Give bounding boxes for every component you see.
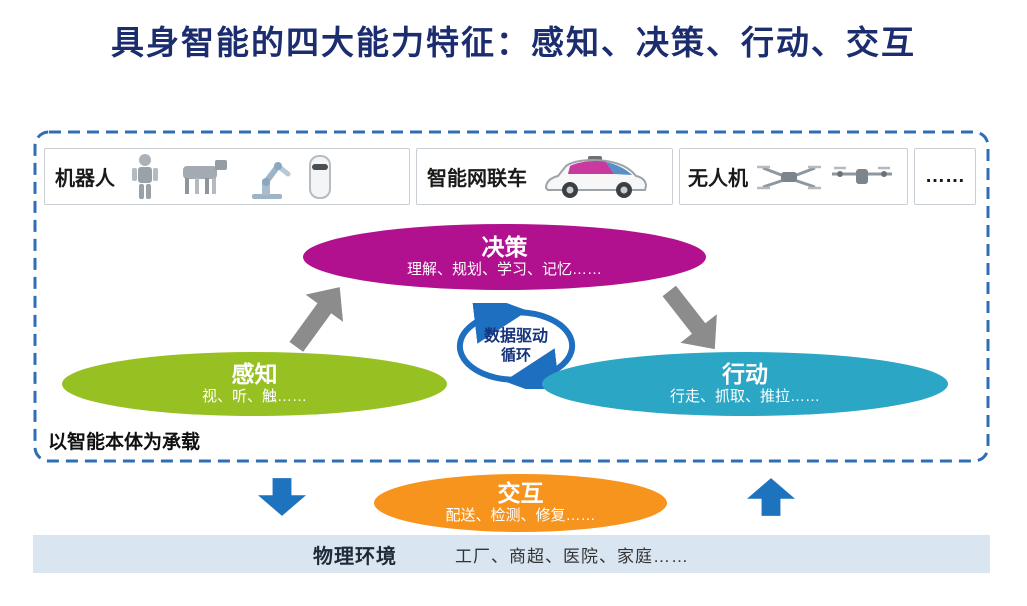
- carrier-caption: 以智能本体为承载: [48, 432, 201, 453]
- humanoid-robot-icon: [132, 153, 158, 199]
- interaction-label: 交互: [497, 480, 544, 507]
- robots-box: 机器人: [44, 148, 410, 205]
- page-title: 具身智能的四大能力特征：感知、决策、行动、交互: [111, 24, 916, 61]
- robotic-arm-icon: [252, 161, 291, 199]
- smart-car-icon: [544, 155, 648, 198]
- more-carriers-box: ……: [914, 148, 976, 205]
- action-label: 行动: [722, 361, 768, 388]
- fixed-wing-drone-icon: [832, 166, 892, 184]
- perception-desc: 视、听、触……: [201, 387, 307, 405]
- loop-caption-line1: 数据驱动: [483, 328, 548, 346]
- perception-label: 感知: [231, 361, 278, 388]
- perception-to-decision-arrow: [289, 287, 344, 352]
- decision-to-action-arrow: [662, 285, 717, 350]
- robots-label: 机器人: [55, 168, 115, 190]
- environment-items: 工厂、商超、医院、家庭……: [455, 546, 689, 566]
- drones-box: 无人机: [679, 148, 908, 205]
- connected-vehicle-box: 智能网联车: [416, 148, 673, 205]
- loop-cycle-arrows-icon: [456, 303, 576, 389]
- loop-caption-line2: 循环: [500, 346, 531, 364]
- robot-dog-icon: [183, 159, 227, 194]
- physical-environment-bar: 物理环境 工厂、商超、医院、家庭……: [33, 535, 990, 573]
- action-desc: 行走、抓取、推拉……: [669, 387, 820, 405]
- connected-vehicle-label: 智能网联车: [427, 168, 527, 190]
- perception-ellipse: 感知 视、听、触……: [62, 352, 447, 416]
- loop-caption: 数据驱动 循环: [484, 328, 548, 364]
- decision-label: 决策: [481, 234, 528, 261]
- drones-label: 无人机: [688, 168, 748, 190]
- decision-desc: 理解、规划、学习、记忆……: [406, 260, 602, 278]
- environment-label: 物理环境: [313, 545, 397, 568]
- action-ellipse: 行动 行走、抓取、推拉……: [542, 352, 948, 416]
- data-driven-loop: 数据驱动 循环: [452, 303, 580, 389]
- interaction-desc: 配送、检测、修复……: [445, 506, 596, 524]
- more-carriers-label: ……: [925, 165, 965, 187]
- cylindrical-robot-icon: [309, 154, 331, 199]
- embodied-body-frame: [33, 130, 990, 463]
- quadcopter-drone-icon: [757, 165, 821, 189]
- interaction-ellipse: 交互 配送、检测、修复……: [374, 474, 667, 532]
- environment-to-frame-arrow: [747, 478, 795, 516]
- decision-ellipse: 决策 理解、规划、学习、记忆……: [303, 224, 706, 290]
- frame-to-environment-arrow: [258, 478, 306, 516]
